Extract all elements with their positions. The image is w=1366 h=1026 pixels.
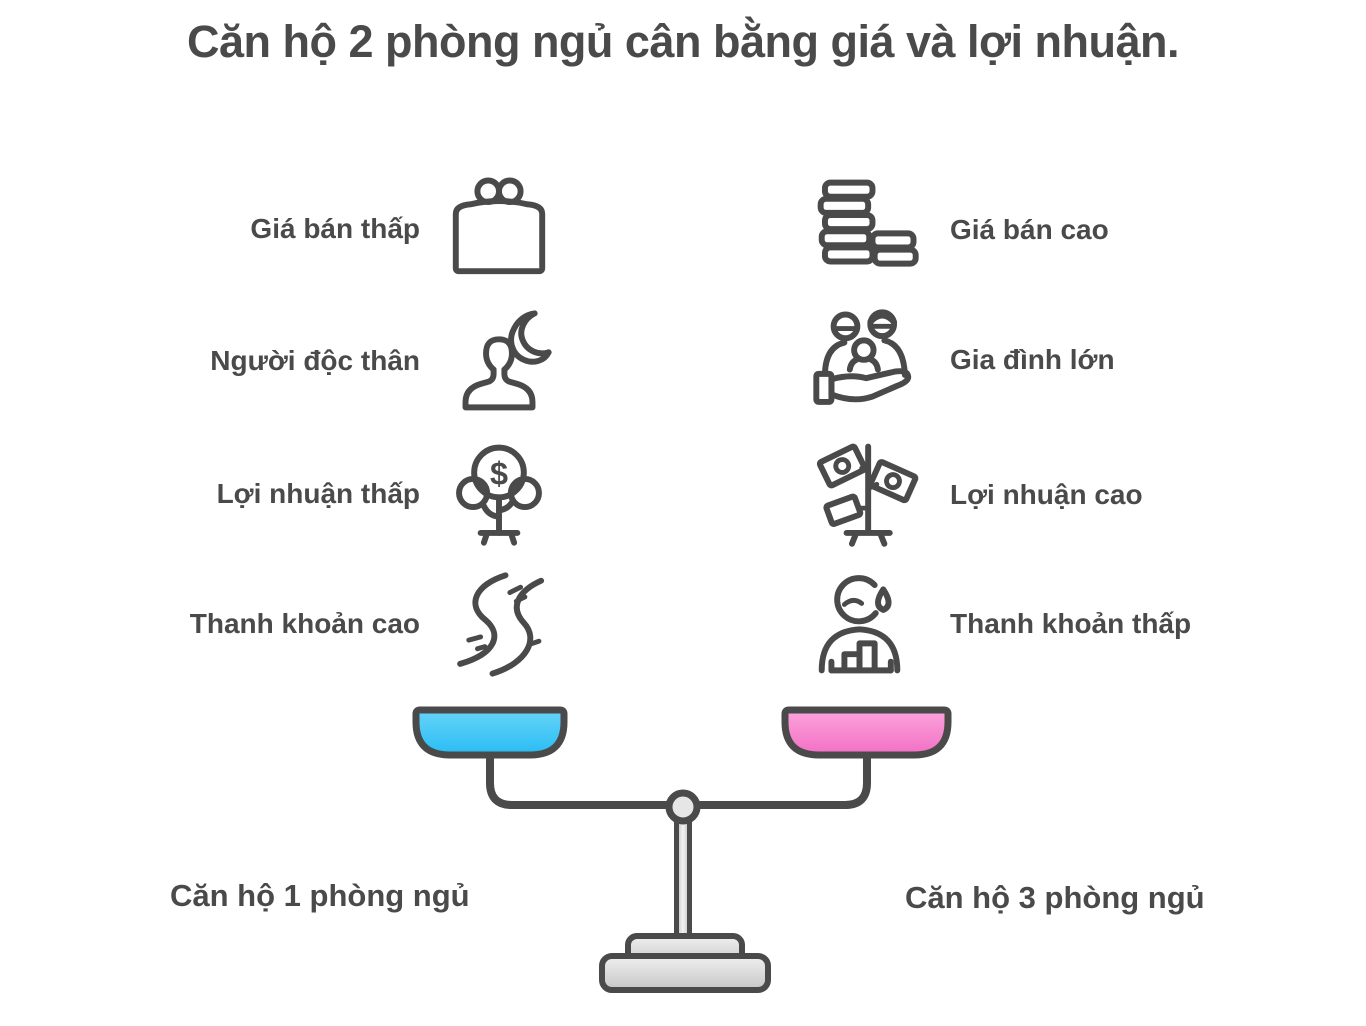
row-label-thanh-khoan-thap: Thanh khoản thấp <box>950 608 1192 639</box>
family-in-hand-icon <box>812 308 920 416</box>
row-label-nguoi-doc-than: Người độc thân <box>210 345 420 376</box>
money-bills-tree-icon <box>812 439 920 547</box>
balance-scale <box>412 706 952 993</box>
row-label-loi-nhuan-thap: Lợi nhuận thấp <box>216 478 420 509</box>
coin-purse-icon <box>445 174 553 282</box>
row-label-gia-ban-thap: Giá bán thấp <box>250 213 420 244</box>
page-title: Căn hộ 2 phòng ngủ cân bằng giá và lợi n… <box>186 16 1180 67</box>
scale-base-lower <box>599 953 771 993</box>
coin-stack-icon <box>812 174 920 282</box>
winding-river-icon <box>445 571 553 679</box>
dollar-sign-glyph: $ <box>490 455 508 491</box>
money-tree-icon: $ <box>445 439 553 547</box>
row-label-thanh-khoan-cao: Thanh khoản cao <box>189 608 420 639</box>
left-scale-pan <box>412 706 568 759</box>
scale-pivot <box>665 789 701 825</box>
row-label-gia-dinh-lon: Gia đình lớn <box>950 344 1115 375</box>
scale-pole <box>674 813 692 949</box>
footer-label-right: Căn hộ 3 phòng ngủ <box>905 880 1205 915</box>
worried-person-icon <box>812 571 920 679</box>
right-scale-pan <box>781 706 952 759</box>
row-label-loi-nhuan-cao: Lợi nhuận cao <box>950 479 1143 510</box>
row-label-gia-ban-cao: Giá bán cao <box>950 214 1109 245</box>
person-moon-icon <box>445 308 553 416</box>
footer-label-left: Căn hộ 1 phòng ngủ <box>170 878 470 913</box>
